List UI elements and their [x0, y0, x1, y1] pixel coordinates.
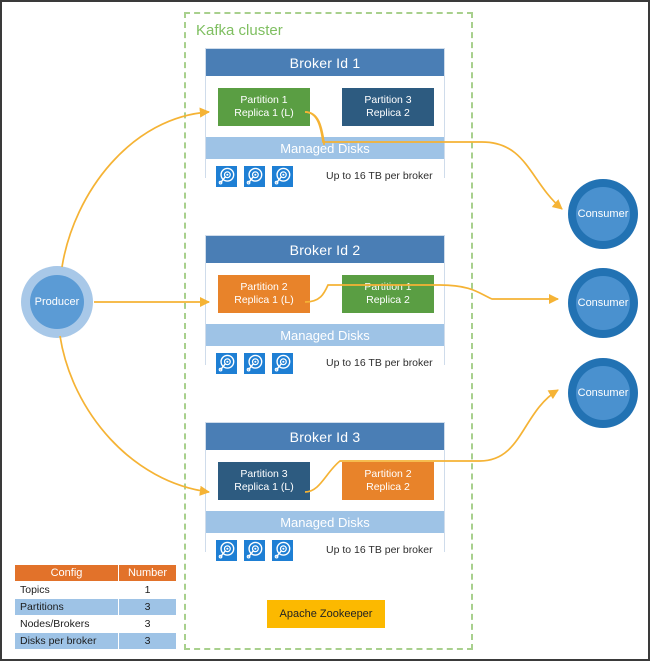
broker-panel-1: Broker Id 1 Partition 1 Replica 1 (L) Pa…	[205, 48, 445, 193]
table-header-number: Number	[118, 564, 177, 582]
table-row: Partitions 3	[14, 598, 177, 616]
partition-block-3-leader[interactable]: Partition 3 Replica 1 (L)	[218, 462, 310, 500]
config-key: Disks per broker	[14, 632, 119, 650]
partition-block-1-follower[interactable]: Partition 3 Replica 2	[342, 88, 434, 126]
hard-disk-icon	[244, 352, 265, 374]
hard-disk-icon	[216, 165, 237, 187]
config-value: 3	[118, 598, 177, 616]
kafka-cluster-boundary	[184, 12, 473, 650]
consumer-inner-circle: Consumer	[576, 187, 630, 241]
broker-panel-2: Broker Id 2 Partition 2 Replica 1 (L) Pa…	[205, 235, 445, 380]
managed-disks-row-1: Up to 16 TB per broker	[206, 159, 444, 193]
hard-disk-icon	[272, 352, 293, 374]
hard-disk-icon	[272, 539, 293, 561]
apache-zookeeper-box[interactable]: Apache Zookeeper	[267, 600, 385, 628]
managed-disks-header-2: Managed Disks	[206, 324, 444, 346]
broker-header-2: Broker Id 2	[206, 236, 444, 263]
hard-disk-icon	[272, 165, 293, 187]
config-value: 3	[118, 632, 177, 650]
broker-panel-3: Broker Id 3 Partition 3 Replica 1 (L) Pa…	[205, 422, 445, 567]
disk-capacity-label-2: Up to 16 TB per broker	[326, 357, 433, 369]
hard-disk-icon	[216, 539, 237, 561]
consumer-inner-circle: Consumer	[576, 276, 630, 330]
partition-line2: Replica 1 (L)	[234, 107, 294, 119]
table-header-config: Config	[14, 564, 119, 582]
config-key: Partitions	[14, 598, 119, 616]
partition-line1: Partition 2	[240, 281, 288, 293]
partition-line2: Replica 1 (L)	[234, 294, 294, 306]
producer-node[interactable]: Producer	[21, 266, 93, 338]
partition-row-3: Partition 3 Replica 1 (L) Partition 2 Re…	[206, 450, 444, 511]
partition-line1: Partition 1	[240, 94, 288, 106]
consumer-label: Consumer	[577, 297, 629, 309]
table-row: Nodes/Brokers 3	[14, 615, 177, 633]
partition-block-2-leader[interactable]: Partition 2 Replica 1 (L)	[218, 275, 310, 313]
consumer-label: Consumer	[577, 208, 629, 220]
table-row: Disks per broker 3	[14, 632, 177, 650]
consumer-node-3[interactable]: Consumer	[568, 358, 638, 428]
hard-disk-icon	[244, 539, 265, 561]
config-value: 1	[118, 581, 177, 599]
producer-label: Producer	[34, 296, 80, 308]
partition-row-2: Partition 2 Replica 1 (L) Partition 1 Re…	[206, 263, 444, 324]
partition-line2: Replica 2	[366, 294, 410, 306]
managed-disks-row-2: Up to 16 TB per broker	[206, 346, 444, 380]
consumer-node-1[interactable]: Consumer	[568, 179, 638, 249]
managed-disks-row-3: Up to 16 TB per broker	[206, 533, 444, 567]
partition-block-3-follower[interactable]: Partition 2 Replica 2	[342, 462, 434, 500]
partition-line2: Replica 2	[366, 107, 410, 119]
managed-disks-header-3: Managed Disks	[206, 511, 444, 533]
partition-line1: Partition 2	[364, 468, 412, 480]
producer-inner-circle: Producer	[30, 275, 84, 329]
table-row: Topics 1	[14, 581, 177, 599]
consumer-label: Consumer	[577, 387, 629, 399]
table-header-row: Config Number	[14, 564, 177, 582]
partition-line2: Replica 2	[366, 481, 410, 493]
managed-disks-header-1: Managed Disks	[206, 137, 444, 159]
disk-capacity-label-1: Up to 16 TB per broker	[326, 170, 433, 182]
hard-disk-icon	[244, 165, 265, 187]
config-summary-table: Config Number Topics 1 Partitions 3 Node…	[14, 564, 177, 650]
partition-line1: Partition 3	[240, 468, 288, 480]
kafka-cluster-title: Kafka cluster	[196, 22, 283, 39]
hard-disk-icon	[216, 352, 237, 374]
partition-row-1: Partition 1 Replica 1 (L) Partition 3 Re…	[206, 76, 444, 137]
broker-header-1: Broker Id 1	[206, 49, 444, 76]
partition-block-2-follower[interactable]: Partition 1 Replica 2	[342, 275, 434, 313]
consumer-inner-circle: Consumer	[576, 366, 630, 420]
partition-block-1-leader[interactable]: Partition 1 Replica 1 (L)	[218, 88, 310, 126]
broker-header-3: Broker Id 3	[206, 423, 444, 450]
consumer-node-2[interactable]: Consumer	[568, 268, 638, 338]
partition-line2: Replica 1 (L)	[234, 481, 294, 493]
disk-capacity-label-3: Up to 16 TB per broker	[326, 544, 433, 556]
partition-line1: Partition 3	[364, 94, 412, 106]
partition-line1: Partition 1	[364, 281, 412, 293]
config-value: 3	[118, 615, 177, 633]
config-key: Nodes/Brokers	[14, 615, 119, 633]
config-key: Topics	[14, 581, 119, 599]
